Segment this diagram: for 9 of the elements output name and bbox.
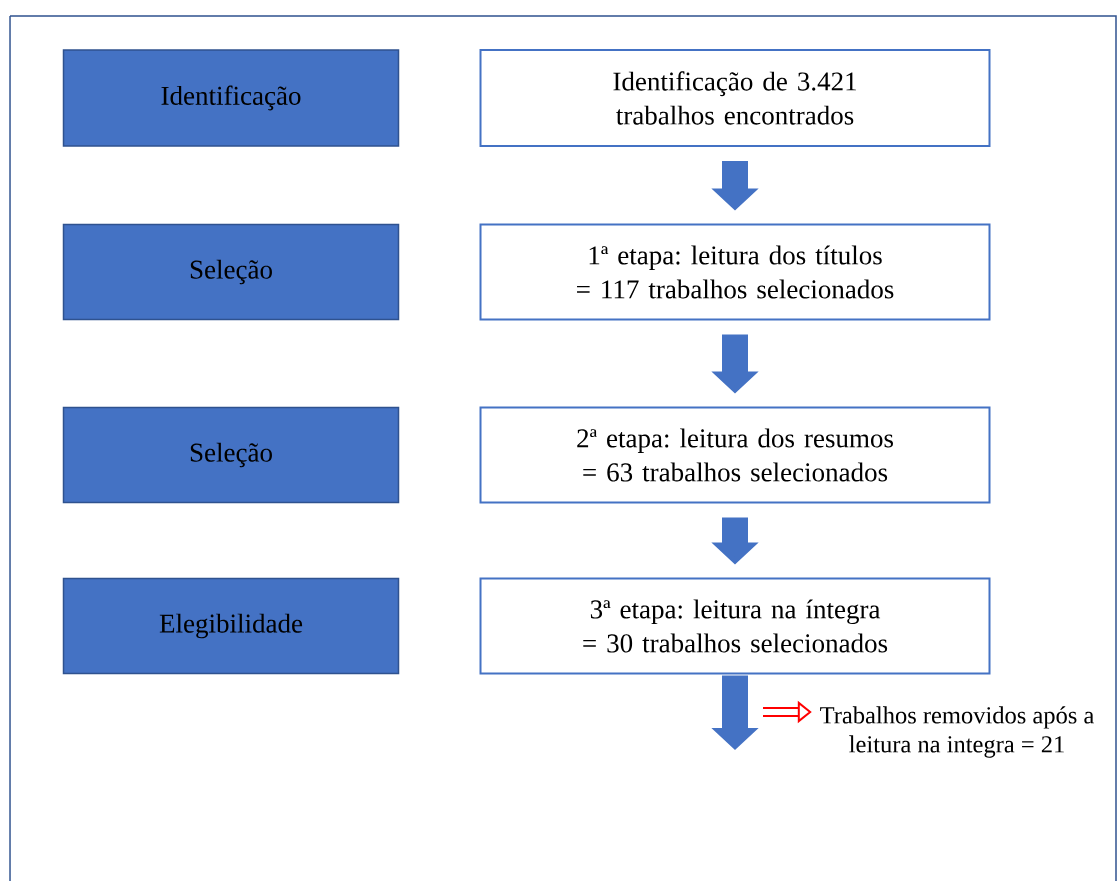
stage-box: Elegibilidade xyxy=(62,577,400,675)
step-box: Identificação de 3.421 trabalhos encontrados xyxy=(479,49,991,147)
step-box: 1ª etapa: leitura dos títulos = 117 trabalhos selecionados xyxy=(479,223,991,321)
step-box: 3ª etapa: leitura na íntegra = 30 trabalhos selecionados xyxy=(479,577,991,675)
stage-box: Seleção xyxy=(62,223,400,321)
note-text: Trabalhos removidos após a leitura na integra = 21 xyxy=(820,706,1094,758)
stage-box: Seleção xyxy=(62,406,400,504)
stage-box: Identificação xyxy=(62,49,400,147)
step-box: 2ª etapa: leitura dos resumos = 63 trabalhos selecionados xyxy=(479,406,991,504)
